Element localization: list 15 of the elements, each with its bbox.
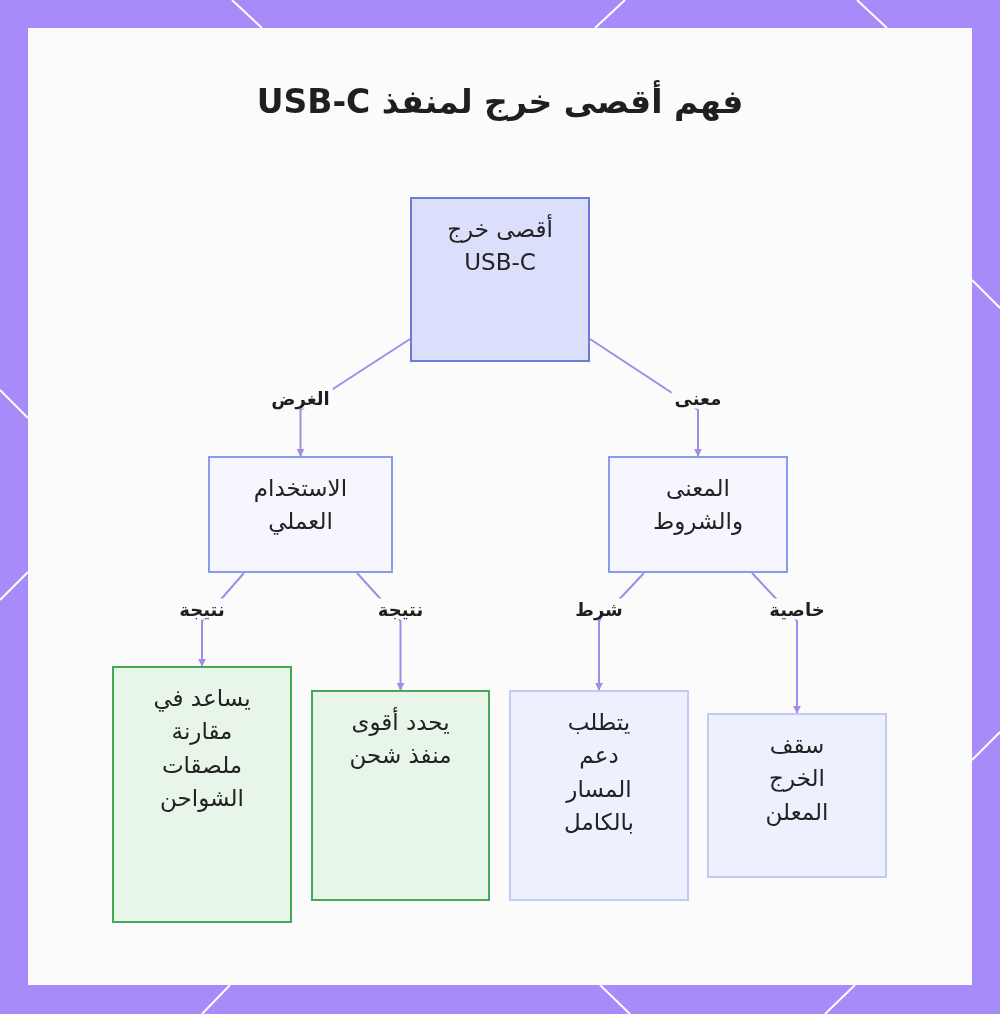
node-text: الاستخدام العملي (252, 474, 349, 537)
node-text: المعنى والشروط (651, 474, 745, 537)
diagram-title: فهم أقصى خرج لمنفذ USB-C (255, 82, 745, 121)
process-box (208, 456, 393, 573)
process-box (311, 690, 490, 901)
node-text: يتطلب دعم المسار بالكامل (563, 708, 635, 838)
node-text: يساعد في مقارنة ملصقات الشواحن (152, 684, 252, 814)
process-box (112, 666, 292, 923)
node-text: يحدد أقوى منفذ شحن (348, 706, 453, 771)
node-text: أقصى خرج USB-C (446, 213, 554, 278)
process-box (608, 456, 788, 573)
process-box (509, 690, 689, 901)
process-box (707, 713, 887, 878)
root-box (410, 197, 590, 362)
node-text: سقف الخرج المعلن (764, 731, 830, 828)
